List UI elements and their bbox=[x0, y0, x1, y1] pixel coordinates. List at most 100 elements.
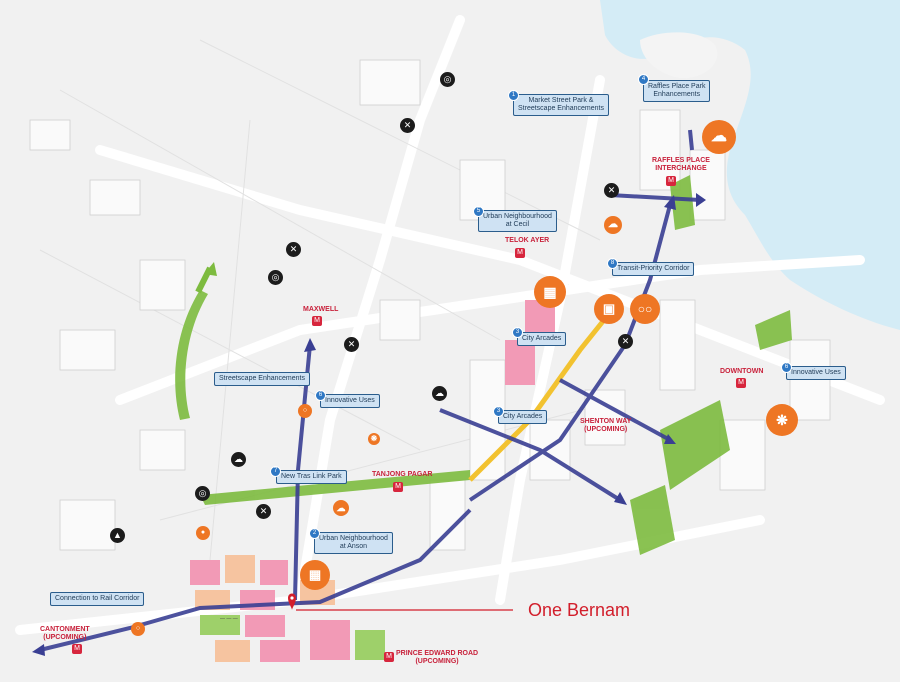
station-label: DOWNTOWN bbox=[720, 368, 764, 375]
station-label: TANJONG PAGAR bbox=[372, 471, 433, 478]
green-corridor bbox=[175, 290, 208, 420]
dining-icon: ✕ bbox=[400, 118, 415, 133]
station-tanjong-pagar: TANJONG PAGAR bbox=[372, 471, 432, 479]
callout-text: Urban Neighbourhood bbox=[319, 535, 388, 542]
station-label: (UPCOMING) bbox=[415, 658, 459, 665]
building bbox=[139, 429, 186, 471]
callout-text: New Tras Link Park bbox=[281, 473, 342, 480]
callout-city-arcades-1: City Arcades bbox=[517, 332, 567, 346]
route-arrow bbox=[609, 193, 701, 202]
station-shenton-way: SHENTON WAY (UPCOMING) bbox=[580, 418, 631, 434]
callout-text: Market Street Park & bbox=[528, 97, 594, 104]
callout-number: 6 bbox=[315, 390, 326, 401]
callout-urban-anson: Urban Neighbourhood at Anson bbox=[314, 532, 393, 554]
callout-text: Enhancements bbox=[653, 91, 701, 98]
arrow-head bbox=[204, 262, 217, 276]
callout-raffles-place-park: Raffles Place Park Enhancements bbox=[643, 80, 711, 102]
station-label: TELOK AYER bbox=[505, 237, 550, 244]
station-label: PRINCE EDWARD ROAD bbox=[396, 650, 479, 657]
neighbourhood-block bbox=[245, 615, 285, 637]
building-icon: ▦ bbox=[300, 560, 330, 590]
tree-icon: ❋ bbox=[766, 404, 798, 436]
callout-number: 4 bbox=[638, 74, 649, 85]
callout-urban-cecil: Urban Neighbourhood at Cecil bbox=[478, 210, 557, 232]
mrt-icon: M bbox=[384, 652, 394, 662]
station-label: (UPCOMING) bbox=[43, 634, 87, 641]
station-downtown: DOWNTOWN bbox=[720, 368, 763, 376]
bicycle-icon: ○ bbox=[131, 622, 145, 636]
building bbox=[29, 119, 71, 151]
mrt-icon: M bbox=[515, 248, 525, 258]
building bbox=[379, 299, 421, 341]
station-label: RAFFLES PLACE bbox=[652, 157, 710, 164]
green-corridor bbox=[200, 470, 470, 505]
neighbourhood-block bbox=[505, 340, 535, 385]
arcade-path bbox=[468, 298, 622, 482]
park bbox=[755, 310, 792, 350]
island bbox=[640, 32, 718, 79]
target-icon: ◎ bbox=[195, 486, 210, 501]
callout-text: Transit-Priority Corridor bbox=[617, 265, 690, 272]
callout-text: Innovative Uses bbox=[791, 369, 841, 376]
street bbox=[39, 249, 421, 451]
arrow-head bbox=[664, 195, 676, 210]
mrt-icon: M bbox=[666, 176, 676, 186]
neighbourhood-block bbox=[225, 555, 255, 583]
tree-icon: ❋ bbox=[368, 433, 380, 445]
building bbox=[659, 299, 696, 391]
route-arrow bbox=[559, 378, 671, 442]
mrt-icon: M bbox=[393, 482, 403, 492]
mortarboard-icon: ▲ bbox=[110, 528, 125, 543]
cloud-icon: ☁ bbox=[604, 216, 622, 234]
cloud-icon: ☁ bbox=[702, 120, 736, 154]
station-raffles-place: RAFFLES PLACE INTERCHANGE bbox=[652, 157, 710, 173]
callout-number: 7 bbox=[270, 466, 281, 477]
street bbox=[59, 89, 501, 341]
neighbourhood-block bbox=[260, 560, 288, 585]
target-icon: ◎ bbox=[268, 270, 283, 285]
building bbox=[59, 499, 116, 551]
dining-icon: ✕ bbox=[618, 334, 633, 349]
arrow-head bbox=[32, 644, 45, 656]
route-arrow bbox=[439, 408, 622, 502]
dining-icon: ✕ bbox=[604, 183, 619, 198]
street bbox=[209, 119, 251, 561]
callout-text: City Arcades bbox=[503, 413, 543, 420]
mrt-icon: M bbox=[72, 644, 82, 654]
callout-rail-corridor: Connection to Rail Corridor bbox=[50, 592, 145, 606]
route-arrow bbox=[688, 129, 694, 151]
callout-number: 5 bbox=[473, 206, 484, 217]
building-icon: ▦ bbox=[534, 276, 566, 308]
callout-streetscape: Streetscape Enhancements bbox=[214, 372, 310, 386]
neighbourhood-block bbox=[355, 630, 385, 660]
bicycle-icon: ○○ bbox=[630, 294, 660, 324]
callout-tras-link-park: New Tras Link Park bbox=[276, 470, 347, 484]
park bbox=[630, 485, 675, 555]
mrt-icon: M bbox=[312, 316, 322, 326]
callout-text: at Cecil bbox=[505, 221, 530, 228]
cloud-icon: ☁ bbox=[432, 386, 447, 401]
callout-innovative-uses-1: Innovative Uses bbox=[320, 394, 380, 408]
callout-text: Streetscape Enhancements bbox=[219, 375, 305, 382]
callout-text: Connection to Rail Corridor bbox=[55, 595, 140, 602]
station-label: SHENTON WAY bbox=[580, 418, 632, 425]
callout-city-arcades-2: City Arcades bbox=[498, 410, 548, 424]
callout-number: 6 bbox=[781, 362, 792, 373]
bus-icon: ▣ bbox=[594, 294, 624, 324]
callout-number: 2 bbox=[309, 528, 320, 539]
street-label: — — — bbox=[220, 616, 238, 622]
map-pin-icon bbox=[288, 593, 296, 610]
water-body bbox=[600, 0, 900, 330]
park bbox=[670, 175, 695, 230]
building bbox=[429, 479, 466, 551]
road bbox=[495, 75, 605, 605]
cloud-icon: ☁ bbox=[333, 500, 349, 516]
building bbox=[89, 179, 141, 216]
dining-icon: ✕ bbox=[344, 337, 359, 352]
building bbox=[59, 329, 116, 371]
building bbox=[719, 419, 766, 491]
callout-text: Raffles Place Park bbox=[648, 83, 706, 90]
park bbox=[660, 400, 730, 490]
